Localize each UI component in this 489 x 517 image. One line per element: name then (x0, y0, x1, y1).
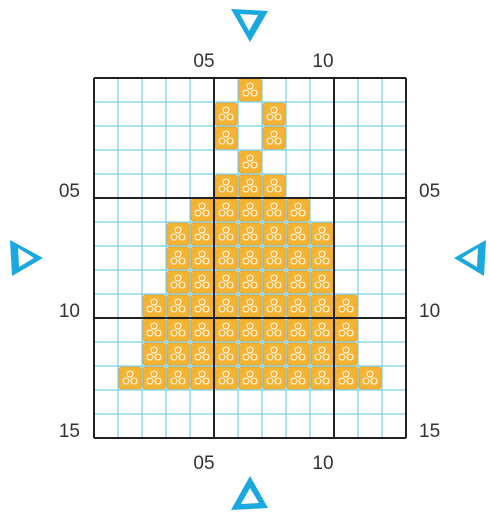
bead-cell (262, 270, 286, 294)
right-label-10: 10 (419, 301, 440, 322)
bead-cell (142, 342, 166, 366)
left-label-10: 10 (59, 301, 80, 322)
bead-cell (214, 294, 238, 318)
bead-cell (166, 294, 190, 318)
bead-cell (286, 366, 310, 390)
bead-cell (334, 342, 358, 366)
bead-cell (262, 294, 286, 318)
bead-cell (166, 342, 190, 366)
bead-cell (310, 318, 334, 342)
arrow-top-icon (231, 9, 268, 42)
bead-cell (238, 342, 262, 366)
bead-cell (190, 366, 214, 390)
bead-cell (166, 366, 190, 390)
bead-cell (238, 366, 262, 390)
bead-cell (334, 366, 358, 390)
bead-cell (166, 318, 190, 342)
bead-cell (214, 246, 238, 270)
bead-cell (214, 126, 238, 150)
bead-cell (310, 246, 334, 270)
bead-cell (262, 318, 286, 342)
bead-cell (310, 270, 334, 294)
bead-cell (190, 318, 214, 342)
arrow-right-icon (454, 240, 486, 276)
arrow-left-icon (10, 240, 43, 276)
bead-cell (190, 342, 214, 366)
bead-cell (310, 222, 334, 246)
bead-cell (190, 222, 214, 246)
top-label-05: 05 (193, 51, 214, 72)
bead-cell (214, 102, 238, 126)
bead-cell (262, 246, 286, 270)
bead-cell (358, 366, 382, 390)
bead-cell (238, 294, 262, 318)
bead-cell (190, 198, 214, 222)
bead-cell (286, 198, 310, 222)
bead-cell (286, 222, 310, 246)
bead-cell (286, 294, 310, 318)
bead-cell (166, 270, 190, 294)
bead-cell (286, 270, 310, 294)
bead-cell (238, 270, 262, 294)
grid-layer (93, 77, 407, 439)
bead-cell (286, 342, 310, 366)
bead-cell (214, 270, 238, 294)
right-label-15: 15 (419, 421, 440, 442)
arrow-bottom-icon (231, 476, 268, 510)
bead-cell (238, 198, 262, 222)
bead-cell (286, 246, 310, 270)
bead-cell (214, 174, 238, 198)
bead-cell (238, 174, 262, 198)
bead-cell (190, 270, 214, 294)
bead-cell (142, 318, 166, 342)
bead-cell (214, 222, 238, 246)
top-label-10: 10 (312, 51, 333, 72)
bead-cell (190, 246, 214, 270)
bead-cell (142, 366, 166, 390)
bead-cell (166, 246, 190, 270)
bead-layer (118, 78, 382, 390)
bead-cell (262, 102, 286, 126)
left-label-05: 05 (59, 181, 80, 202)
bead-cell (262, 222, 286, 246)
bottom-label-05: 05 (193, 453, 214, 474)
bead-cell (238, 246, 262, 270)
bead-cell (262, 198, 286, 222)
bottom-label-10: 10 (312, 453, 333, 474)
bead-cell (262, 174, 286, 198)
bead-cell (310, 366, 334, 390)
right-label-05: 05 (419, 181, 440, 202)
bead-cell (310, 342, 334, 366)
bead-cell (142, 294, 166, 318)
bead-cell (262, 126, 286, 150)
bead-cell (166, 222, 190, 246)
left-label-15: 15 (59, 421, 80, 442)
bead-cell (238, 78, 262, 102)
bead-cell (118, 366, 142, 390)
bead-cell (262, 366, 286, 390)
bead-cell (238, 318, 262, 342)
bead-cell (310, 294, 334, 318)
bead-cell (238, 150, 262, 174)
bead-cell (214, 366, 238, 390)
bead-cell (214, 198, 238, 222)
bead-cell (190, 294, 214, 318)
bead-cell (214, 318, 238, 342)
bead-cell (334, 318, 358, 342)
bead-cell (334, 294, 358, 318)
bead-cell (238, 222, 262, 246)
bead-cell (286, 318, 310, 342)
bead-cell (214, 342, 238, 366)
bead-cell (262, 342, 286, 366)
